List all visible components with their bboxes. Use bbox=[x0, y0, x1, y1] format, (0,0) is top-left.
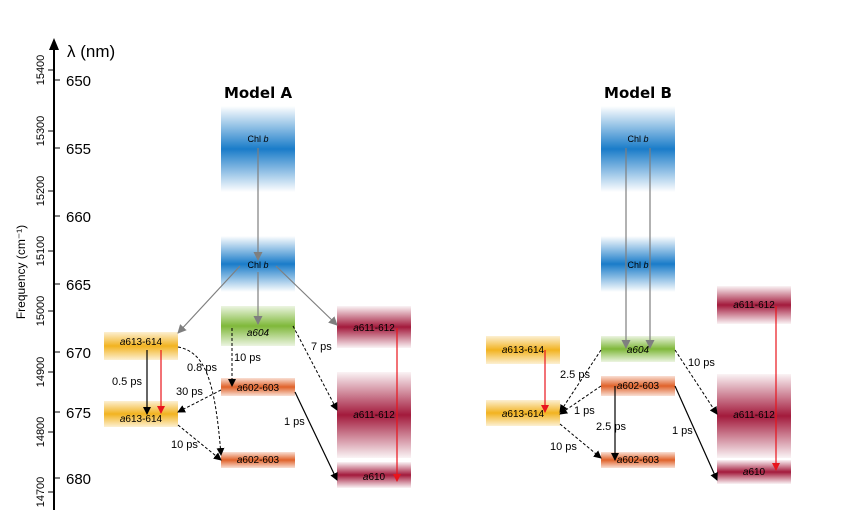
band-a602-603-mid bbox=[221, 378, 295, 396]
state-label: a613-614 bbox=[502, 345, 545, 356]
band-chlb-mid bbox=[601, 236, 675, 292]
model-b: Model B Chl b Chl b a611-612 a613-614 a6… bbox=[486, 84, 791, 484]
rate-label: 0.8 ps bbox=[187, 362, 217, 374]
freq-tick-label: 15000 bbox=[35, 296, 47, 327]
band-a611-612-top bbox=[717, 286, 791, 324]
lambda-tick-label: 650 bbox=[66, 73, 91, 90]
rate-label: 2.5 ps bbox=[596, 421, 626, 433]
band-a613-614-bot bbox=[486, 400, 560, 426]
band-a611-612-bot bbox=[337, 372, 411, 458]
band-a611-612-bot bbox=[717, 374, 791, 458]
state-label: a610 bbox=[363, 472, 386, 483]
frequency-ticks: 15400 15300 15200 15100 15000 14900 1480… bbox=[35, 55, 54, 508]
frequency-axis-title: Frequency (cm⁻¹) bbox=[14, 225, 28, 319]
freq-tick-label: 14900 bbox=[35, 357, 47, 388]
freq-tick-label: 15200 bbox=[35, 176, 47, 207]
state-label: a604 bbox=[627, 345, 650, 356]
state-label: a602-603 bbox=[617, 381, 660, 392]
band-a613-614-top bbox=[104, 332, 178, 360]
transfer-arrow bbox=[559, 385, 602, 415]
lambda-ticks: 650 655 660 665 670 675 680 bbox=[54, 73, 91, 488]
band-a613-614-bot bbox=[104, 401, 178, 427]
lambda-axis-title: λ (nm) bbox=[67, 42, 115, 61]
band-a602-603-mid bbox=[601, 376, 675, 396]
transfer-arrow bbox=[292, 325, 338, 411]
rate-label: 7 ps bbox=[311, 341, 332, 353]
freq-tick-label: 14800 bbox=[35, 417, 47, 448]
rate-label: 0.5 ps bbox=[112, 376, 142, 388]
model-a: Model A Chl b Chl b a604 a611-612 a613-6… bbox=[104, 84, 411, 488]
rate-label: 10 ps bbox=[234, 352, 261, 364]
transfer-arrow bbox=[559, 423, 602, 459]
rate-label: 10 ps bbox=[171, 439, 198, 451]
lambda-tick-label: 655 bbox=[66, 141, 91, 158]
band-chlb-top bbox=[601, 106, 675, 192]
lambda-tick-label: 670 bbox=[66, 345, 91, 362]
band-a602-603-bot bbox=[601, 452, 675, 468]
transfer-arrow bbox=[559, 349, 602, 413]
state-label: Chl b bbox=[627, 134, 648, 144]
transfer-arrow bbox=[275, 265, 338, 326]
model-a-title: Model A bbox=[224, 84, 293, 102]
state-label: a602-603 bbox=[617, 455, 660, 466]
transfer-arrow bbox=[177, 424, 222, 461]
band-a602-603-bot bbox=[221, 452, 295, 468]
state-label: a611-612 bbox=[353, 410, 395, 421]
band-a613-614-top bbox=[486, 336, 560, 364]
state-label: Chl b bbox=[627, 260, 648, 270]
transfer-arrow bbox=[177, 265, 241, 334]
state-label: Chl b bbox=[247, 134, 268, 144]
state-label: a613-614 bbox=[120, 414, 163, 425]
band-a604 bbox=[601, 336, 675, 362]
transfer-arrow bbox=[177, 346, 225, 456]
rate-label: 2.5 ps bbox=[560, 369, 590, 381]
transfer-arrow bbox=[177, 389, 222, 413]
rate-label: 1 ps bbox=[574, 405, 595, 417]
axis-arrow-icon bbox=[49, 38, 59, 50]
rate-label: 1 ps bbox=[672, 425, 693, 437]
model-b-title: Model B bbox=[604, 84, 672, 102]
lambda-tick-label: 665 bbox=[66, 277, 91, 294]
state-label: a610 bbox=[743, 467, 766, 478]
rate-label: 1 ps bbox=[284, 416, 305, 428]
band-a611-612-top bbox=[337, 306, 411, 348]
state-label: a613-614 bbox=[120, 337, 163, 348]
state-label: a611-612 bbox=[733, 410, 775, 421]
lambda-tick-label: 660 bbox=[66, 209, 91, 226]
state-label: a611-612 bbox=[353, 323, 395, 334]
state-label: Chl b bbox=[247, 260, 268, 270]
rate-label: 10 ps bbox=[688, 357, 715, 369]
state-label: a613-614 bbox=[502, 409, 545, 420]
axis: λ (nm) 650 655 660 665 670 675 680 bbox=[14, 38, 115, 510]
lambda-tick-label: 680 bbox=[66, 471, 91, 488]
freq-tick-label: 14700 bbox=[35, 477, 47, 508]
rate-label: 10 ps bbox=[550, 441, 577, 453]
freq-tick-label: 15300 bbox=[35, 116, 47, 147]
state-label: a611-612 bbox=[733, 300, 775, 311]
freq-tick-label: 15100 bbox=[35, 236, 47, 267]
rate-label: 30 ps bbox=[176, 386, 203, 398]
state-label: a602-603 bbox=[237, 455, 280, 466]
lambda-tick-label: 675 bbox=[66, 405, 91, 422]
freq-tick-label: 15400 bbox=[35, 55, 47, 86]
transfer-arrow bbox=[294, 391, 338, 481]
state-label: a602-603 bbox=[237, 383, 280, 394]
transfer-arrow bbox=[674, 349, 718, 415]
transfer-arrow bbox=[674, 385, 718, 481]
state-label: a604 bbox=[247, 328, 270, 339]
